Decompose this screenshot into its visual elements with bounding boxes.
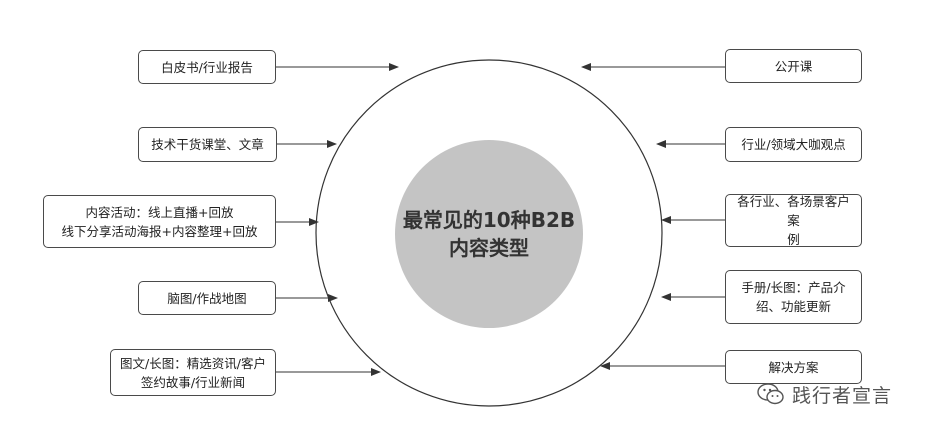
box-solutions: 解决方案 xyxy=(725,350,862,384)
box-label: 公开课 xyxy=(774,58,813,74)
center-title: 最常见的10种B2B 内容类型 xyxy=(395,140,583,328)
box-label: 各行业、各场景客户案 例 xyxy=(737,194,850,247)
box-infographic: 图文/长图：精选资讯/客户 签约故事/行业新闻 xyxy=(110,349,276,396)
box-open-class: 公开课 xyxy=(725,49,862,83)
box-whitepaper: 白皮书/行业报告 xyxy=(138,50,276,84)
box-content-events: 内容活动：线上直播+回放 线下分享活动海报+内容整理+回放 xyxy=(43,195,276,248)
box-label: 手册/长图：产品介 绍、功能更新 xyxy=(741,280,846,314)
box-label: 脑图/作战地图 xyxy=(167,290,247,306)
inner-circle xyxy=(395,140,583,328)
watermark: 践行者宣言 xyxy=(756,377,892,411)
center-title-text: 最常见的10种B2B 内容类型 xyxy=(402,208,576,260)
box-tech-articles: 技术干货课堂、文章 xyxy=(138,127,277,162)
box-label: 解决方案 xyxy=(768,359,819,375)
box-label: 内容活动：线上直播+回放 线下分享活动海报+内容整理+回放 xyxy=(61,204,258,239)
box-manuals: 手册/长图：产品介 绍、功能更新 xyxy=(725,270,862,324)
box-mindmap: 脑图/作战地图 xyxy=(138,281,276,315)
box-customer-cases: 各行业、各场景客户案 例 xyxy=(725,194,862,247)
box-label: 技术干货课堂、文章 xyxy=(151,137,264,152)
wechat-icon xyxy=(757,383,784,405)
box-label: 白皮书/行业报告 xyxy=(161,59,253,75)
box-expert-opinions: 行业/领域大咖观点 xyxy=(725,127,862,162)
watermark-text: 践行者宣言 xyxy=(792,384,893,407)
box-label: 图文/长图：精选资讯/客户 签约故事/行业新闻 xyxy=(120,355,266,390)
box-label: 行业/领域大咖观点 xyxy=(741,137,846,152)
